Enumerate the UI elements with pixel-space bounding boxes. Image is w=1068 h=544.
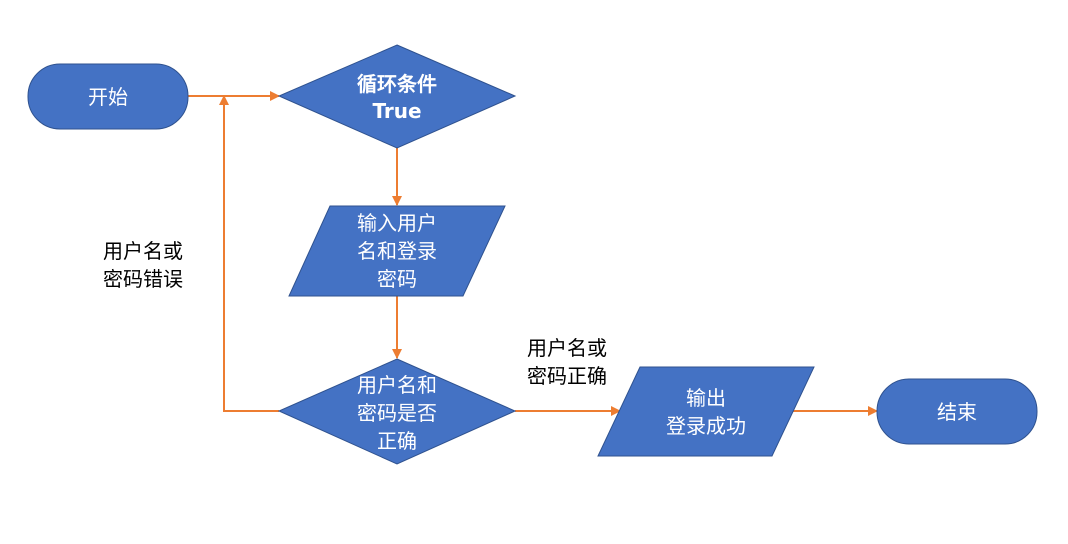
start-label: 开始 bbox=[88, 85, 128, 109]
output-success-parallelogram bbox=[597, 366, 815, 457]
edges bbox=[188, 91, 878, 416]
wrong-credentials-label-line2: 密码错误 bbox=[103, 267, 183, 291]
node-end[interactable]: 结束 bbox=[876, 378, 1038, 445]
end-terminator-shape bbox=[876, 378, 1038, 445]
check-credentials-label-line3: 正确 bbox=[377, 429, 417, 453]
check-credentials-label-line1: 用户名和 bbox=[357, 373, 437, 397]
node-loop-condition[interactable]: 循环条件 True bbox=[277, 44, 517, 149]
start-terminator-shape bbox=[27, 63, 189, 130]
node-check-credentials[interactable]: 用户名和 密码是否 正确 bbox=[277, 358, 517, 465]
input-credentials-label-line2: 名和登录 bbox=[357, 239, 437, 263]
check-credentials-diamond bbox=[277, 358, 517, 465]
output-success-label-line1: 输出 bbox=[686, 386, 726, 410]
input-credentials-label-line1: 输入用户 bbox=[357, 211, 437, 235]
input-credentials-parallelogram bbox=[288, 205, 506, 297]
edge-labels: 用户名或 密码错误 用户名或 密码正确 bbox=[103, 239, 607, 388]
loop-condition-diamond bbox=[277, 44, 517, 149]
correct-credentials-label-line2: 密码正确 bbox=[527, 364, 607, 388]
output-success-label-line2: 登录成功 bbox=[666, 414, 746, 438]
node-input-credentials[interactable]: 输入用户 名和登录 密码 bbox=[288, 205, 506, 297]
loop-condition-label-line2: True bbox=[372, 99, 421, 123]
end-label: 结束 bbox=[937, 400, 977, 424]
node-output-success[interactable]: 输出 登录成功 bbox=[597, 366, 815, 457]
wrong-credentials-label-line1: 用户名或 bbox=[103, 239, 183, 263]
edge-wrong-credentials bbox=[219, 95, 279, 412]
correct-credentials-label-line1: 用户名或 bbox=[527, 336, 607, 360]
input-credentials-label-line3: 密码 bbox=[377, 267, 417, 291]
loop-condition-label-line1: 循环条件 bbox=[357, 72, 437, 96]
check-credentials-label-line2: 密码是否 bbox=[357, 401, 437, 425]
nodes: 开始 循环条件 True 输入用户 名和登录 密码 用户名和 密码是否 正确 输… bbox=[27, 44, 1038, 465]
node-start[interactable]: 开始 bbox=[27, 63, 189, 130]
